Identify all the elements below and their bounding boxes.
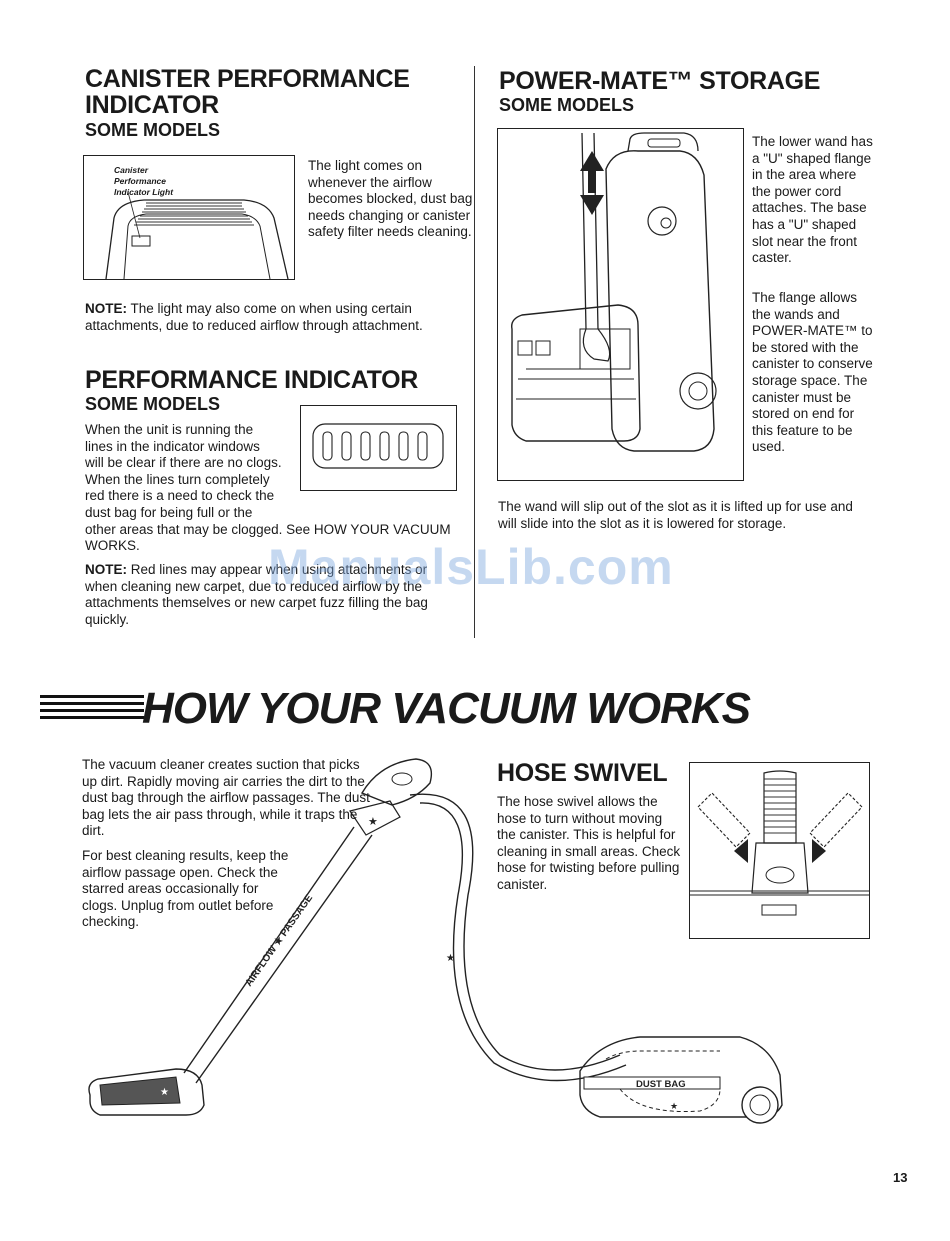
canister-title: CANISTER PERFORMANCE INDICATOR [85,65,410,119]
performance-title: PERFORMANCE INDICATOR [85,366,419,394]
how-text-2: For best cleaning results, keep the airf… [82,847,289,930]
performance-section: PERFORMANCE INDICATOR SOME MODELS [85,367,455,414]
performance-subtitle: SOME MODELS [85,394,221,414]
performance-description: When the unit is running the lines in th… [85,422,460,555]
canister-note: NOTE: The light may also come on when us… [85,301,460,334]
column-divider [474,66,475,638]
page-number: 13 [893,1170,908,1185]
figure-caption: Canister Performance Indicator Light [114,165,173,198]
bar [40,709,144,712]
how-it-works-text: The vacuum cleaner creates suction that … [82,757,372,931]
how-text-1: The vacuum cleaner creates suction that … [82,757,370,839]
performance-note: NOTE: Red lines may appear when using at… [85,562,445,628]
text-wrap-spacer [282,422,460,506]
note-text: The light may also come on when using ce… [85,301,423,333]
svg-text:★: ★ [368,815,378,828]
performance-indicator-figure [300,405,457,491]
indicator-window-illustration [312,423,444,469]
figure-caption-line: Indicator Light [114,187,174,197]
note-text: Red lines may appear when using attachme… [85,562,428,627]
svg-text:★: ★ [160,1087,169,1098]
canister-description: The light comes on whenever the airflow … [308,158,473,240]
figure-caption-line: Performance [114,176,166,186]
canister-section: CANISTER PERFORMANCE INDICATOR SOME MODE… [85,66,425,140]
watermark-text: ManualsLib.com [268,539,674,595]
canister-subtitle: SOME MODELS [85,120,221,140]
hose-swivel-title: HOSE SWIVEL [497,759,668,787]
svg-text:★: ★ [670,1102,678,1112]
vacuum-airflow-illustration: ★ ★ AIRFLOW ★ PASSAGE ★ DUST BAG ★ [88,758,783,1124]
bar [40,695,144,698]
figure-caption-line: Canister [114,165,149,175]
powermate-text-3: The wand will slip out of the slot as it… [498,499,853,531]
powermate-storage-figure [497,128,744,481]
powermate-text-2: The flange allows the wands and POWER-MA… [752,290,873,455]
bar [40,716,144,719]
performance-text: When the unit is running the lines in th… [85,422,451,554]
note-label: NOTE: [85,301,127,316]
stored-vacuum-illustration [511,132,717,452]
title-decoration-bars [40,695,144,725]
svg-text:★: ★ [446,953,455,964]
note-label: NOTE: [85,562,127,577]
how-it-works-title: HOW YOUR VACUUM WORKS [142,684,751,733]
bar [40,702,144,705]
canister-top-illustration [105,191,289,279]
swivel-hose-illustration [690,770,869,916]
hose-swivel-figure [689,762,870,939]
powermate-text-1: The lower wand has a "U" shaped flange i… [752,134,873,266]
powermate-subtitle: SOME MODELS [499,95,635,115]
dust-bag-label: DUST BAG [636,1079,686,1090]
powermate-title: POWER-MATE™ STORAGE [499,67,821,95]
canister-indicator-figure: Canister Performance Indicator Light [83,155,295,280]
powermate-section: POWER-MATE™ STORAGE SOME MODELS [499,68,859,115]
hose-swivel-description: The hose swivel allows the hose to turn … [497,794,681,892]
